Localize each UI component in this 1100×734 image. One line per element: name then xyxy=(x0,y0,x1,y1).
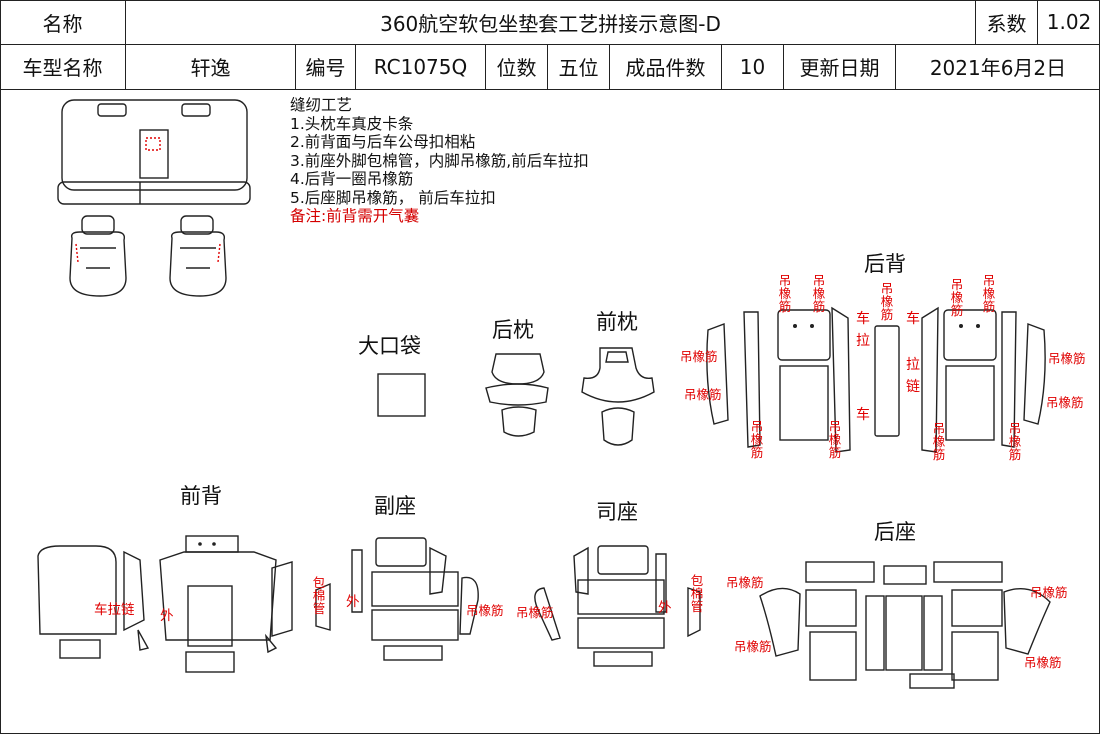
seats-value: 五位 xyxy=(548,44,610,89)
annotation-elastic: 吊橡筋 xyxy=(778,273,792,314)
annotation-elastic: 吊橡筋 xyxy=(516,605,554,620)
rear-back-pieces xyxy=(706,306,1046,453)
annotation-elastic: 吊橡筋 xyxy=(880,281,894,322)
big-pocket-piece xyxy=(377,373,426,417)
section-rear-headrest: 后枕 xyxy=(492,318,534,342)
section-big-pocket: 大口袋 xyxy=(358,334,421,358)
annotation-elastic: 吊橡筋 xyxy=(828,419,842,460)
annotation-elastic: 吊橡筋 xyxy=(982,273,996,314)
notes-item: 1.头枕车真皮卡条 xyxy=(290,114,414,133)
section-front-back: 前背 xyxy=(180,484,222,508)
date-label: 更新日期 xyxy=(784,44,896,89)
annotation-outer: 外 xyxy=(658,600,672,616)
annotation-elastic: 吊橡筋 xyxy=(680,349,718,364)
section-driver-seat: 司座 xyxy=(596,500,638,524)
annotation-elastic: 吊橡筋 xyxy=(1024,655,1062,670)
section-passenger-seat: 副座 xyxy=(374,494,416,518)
front-back-pieces xyxy=(37,535,293,673)
notes-item: 4.后背一圈吊橡筋 xyxy=(290,170,414,188)
notes-item: 3.前座外脚包棉管，内脚吊橡筋,前后车拉扣 xyxy=(290,151,589,170)
rear-seat-pieces xyxy=(759,561,1051,689)
annotation-car-pull: 车拉 xyxy=(856,311,870,349)
annotation-elastic: 吊橡筋 xyxy=(734,639,772,654)
notes-item: 2.前背面与后车公母扣相粘 xyxy=(290,133,476,151)
annotation-zipper-car: 车拉链 xyxy=(94,602,135,618)
annotation-elastic: 吊橡筋 xyxy=(750,419,764,460)
model-label: 车型名称 xyxy=(0,44,126,89)
passenger-seat-pieces xyxy=(315,537,479,661)
overview-rear-bench xyxy=(57,99,251,205)
name-label: 名称 xyxy=(0,0,126,44)
annotation-elastic: 吊橡筋 xyxy=(684,387,722,402)
section-rear-seat: 后座 xyxy=(874,520,916,544)
annotation-pull-chain: 拉链 xyxy=(906,357,920,395)
pieces-label: 成品件数 xyxy=(610,44,722,89)
notes-title: 缝纫工艺 xyxy=(290,96,353,114)
section-rear-back: 后背 xyxy=(864,252,906,276)
coef-value: 1.02 xyxy=(1046,10,1092,34)
annotation-elastic: 吊橡筋 xyxy=(466,603,504,618)
overview-front-seat-right xyxy=(169,215,227,297)
header-row-1: 名称 360航空软包坐垫套工艺拼接示意图-D 系数 1.02 xyxy=(0,0,1100,45)
annotation-elastic: 吊橡筋 xyxy=(1008,421,1022,462)
annotation-cotton-tube: 包棉管 xyxy=(312,575,326,616)
notes-item: 5.后座脚吊橡筋， 前后车拉扣 xyxy=(290,188,496,207)
annotation-cotton-tube: 包棉管 xyxy=(690,573,704,614)
annotation-elastic: 吊橡筋 xyxy=(932,421,946,462)
section-front-headrest: 前枕 xyxy=(596,310,638,334)
notes-remark: 备注:前背需开气囊 xyxy=(290,207,420,225)
annotation-chain: 车 xyxy=(856,407,870,423)
code-label: 编号 xyxy=(296,44,356,89)
code-value: RC1075Q xyxy=(356,44,486,89)
annotation-elastic: 吊橡筋 xyxy=(1048,351,1086,366)
seats-label: 位数 xyxy=(486,44,548,89)
model-value: 轩逸 xyxy=(126,44,296,89)
document-title: 360航空软包坐垫套工艺拼接示意图-D xyxy=(126,0,976,44)
annotation-car: 车 xyxy=(906,311,920,327)
annotation-elastic: 吊橡筋 xyxy=(1030,585,1068,600)
driver-seat-pieces xyxy=(534,545,701,667)
rear-headrest-pieces xyxy=(485,353,549,437)
annotation-elastic: 吊橡筋 xyxy=(950,277,964,318)
overview-front-seat-left xyxy=(69,215,127,297)
coef-label: 系数 xyxy=(976,0,1038,44)
annotation-outer: 外 xyxy=(160,608,174,624)
annotation-outer: 外 xyxy=(346,594,360,610)
annotation-elastic: 吊橡筋 xyxy=(812,273,826,314)
sewing-notes: 缝纫工艺 1.头枕车真皮卡条 2.前背面与后车公母扣相粘 3.前座外脚包棉管，内… xyxy=(290,96,589,226)
date-value: 2021年6月2日 xyxy=(929,56,1067,80)
front-headrest-pieces xyxy=(581,347,655,446)
header-row-2: 车型名称 轩逸 编号 RC1075Q 位数 五位 成品件数 10 更新日期 20… xyxy=(0,44,1100,90)
annotation-elastic: 吊橡筋 xyxy=(1046,395,1084,410)
annotation-elastic: 吊橡筋 xyxy=(726,575,764,590)
pieces-value: 10 xyxy=(722,44,784,89)
